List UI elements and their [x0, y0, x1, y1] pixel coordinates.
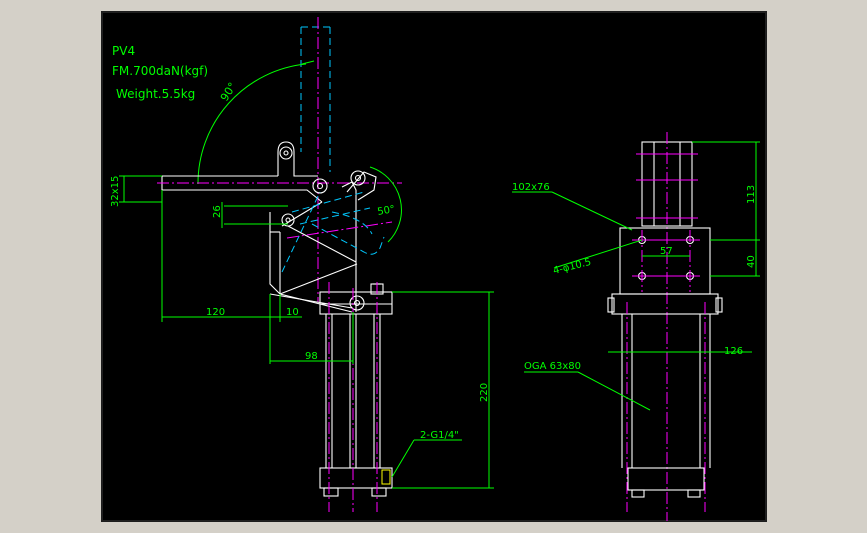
angle-arc-90 [197, 63, 307, 185]
force-label: FM.700daN(kgf) [112, 64, 208, 78]
angle-50-label: 50° [377, 204, 396, 218]
dim-126: 126 [724, 346, 743, 357]
cylinder-label: OGA 63x80 [524, 361, 581, 372]
dim-32x15: 32x15 [110, 176, 121, 207]
cylinder [319, 282, 393, 512]
link-phantom [281, 191, 393, 273]
clamp-body [269, 170, 377, 313]
base-plate-label: 102x76 [512, 182, 550, 193]
technical-drawing: 90° [110, 17, 760, 521]
dim-98: 98 [305, 351, 318, 362]
side-dimensions: 32x15 26 120 10 98 220 2-G1/4" [110, 175, 494, 489]
dim-10: 10 [286, 307, 299, 318]
dim-113: 113 [746, 185, 757, 204]
side-view: 90° [110, 17, 494, 512]
dim-40: 40 [746, 255, 757, 268]
cad-viewport[interactable]: 90° [101, 11, 767, 522]
front-body [607, 227, 723, 512]
holes-label: 4-φ10.5 [552, 257, 592, 277]
dim-26: 26 [212, 205, 223, 218]
angle-90-label: 90° [218, 80, 239, 103]
open-arm-phantom [300, 17, 331, 302]
model-label: PV4 [112, 44, 135, 58]
front-clamp-head [636, 132, 698, 521]
dim-120: 120 [206, 307, 225, 318]
dim-57: 57 [660, 246, 673, 257]
weight-label: Weight.5.5kg [116, 87, 195, 101]
front-dimensions: 102x76 4-φ10.5 57 113 40 126 OGA 63x80 [512, 141, 760, 411]
port-label: 2-G1/4" [420, 430, 459, 441]
dim-220: 220 [479, 383, 490, 402]
angle-arc-50 [369, 166, 402, 243]
front-view: 102x76 4-φ10.5 57 113 40 126 OGA 63x80 [512, 132, 760, 521]
